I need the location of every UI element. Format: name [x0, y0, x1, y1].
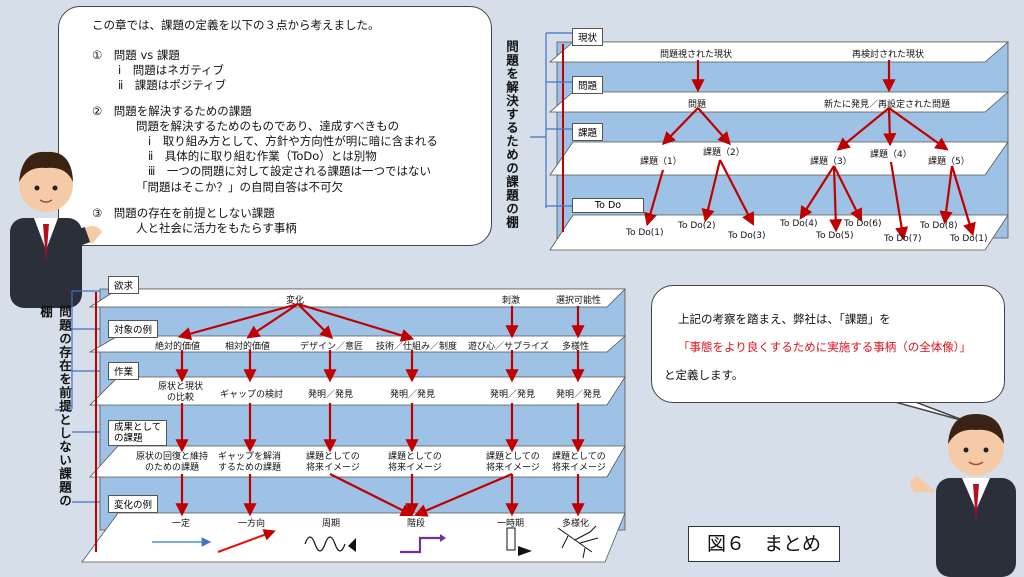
- node-mondai-1: 問題: [688, 100, 707, 110]
- left-tag-taisho: 対象の例: [108, 320, 159, 338]
- row2-label: 絶対的価値: [155, 342, 201, 352]
- todo-item: To Do(5): [816, 231, 854, 241]
- row2-label: 相対的価値: [225, 342, 271, 352]
- row2-label: 技術／仕組み／制度: [376, 342, 458, 352]
- speech-bubble-right: [651, 285, 1005, 403]
- todo-item: To Do(7): [884, 234, 922, 244]
- todo-item: To Do(8): [920, 221, 958, 231]
- row3-label: 発明／発見: [490, 390, 536, 400]
- row3-label: 発明／発見: [390, 390, 436, 400]
- row4-label: 原状の回復と維持 のための課題: [136, 452, 209, 473]
- left-tag-seika: 成果として の課題: [108, 420, 168, 446]
- left-tag-yokkyu: 欲求: [108, 276, 140, 294]
- row5-label: 周期: [322, 519, 341, 529]
- bubble-line: ⅲ 一つの問題に対して設定される課題は一つではない: [148, 164, 431, 178]
- node-genjo-2: 再検討された現状: [852, 50, 925, 60]
- row4-label: 課題としての 将来イメージ: [388, 452, 442, 473]
- bubble-right-line1: 上記の考察を踏まえ、弊社は、「課題」を: [678, 312, 891, 326]
- node-kadai-3: 課題（3）: [810, 157, 852, 167]
- todo-item: To Do(2): [678, 221, 716, 231]
- node-genjo-1: 問題視された現状: [660, 50, 733, 60]
- row5-label: 一方向: [238, 519, 266, 529]
- todo-item: To Do(4): [780, 219, 818, 229]
- todo-item: To Do(6): [844, 219, 882, 229]
- row1-label: 選択可能性: [556, 296, 602, 306]
- right-diagram-vertical-title: 問題を解決するための課題の棚: [504, 40, 519, 229]
- row5-label: 階段: [407, 519, 426, 529]
- bubble-line: ⅱ 具体的に取り組む作業（ToDo）とは別物: [148, 149, 377, 163]
- bubble-line: 人と社会に活力をもたらす事柄: [136, 221, 297, 235]
- right-tag-kadai: 課題: [572, 123, 604, 141]
- node-kadai-2: 課題（2）: [703, 148, 745, 158]
- bubble-line: ⅱ 課題はポジティブ: [118, 78, 227, 92]
- left-diagram-vertical-title: 問題の存在を前提としない課題の棚: [38, 305, 72, 508]
- todo-item: To Do(3): [728, 231, 766, 241]
- bubble-line: ① 問題 vs 課題: [92, 48, 180, 62]
- row3-label: 原状と現状 の比較: [158, 382, 204, 403]
- speech-bubble-top: [58, 6, 492, 246]
- right-tag-genjo: 現状: [572, 28, 604, 46]
- bubble-line: ③ 問題の存在を前提としない課題: [92, 206, 275, 220]
- bubble-right-line2: 「事態をより良くするために実施する事柄（の全体像）」: [678, 340, 972, 354]
- right-tag-todo: To Do: [572, 198, 644, 213]
- row2-label: デザイン／意匠: [300, 342, 364, 352]
- row4-label: ギャップを解消 するための課題: [218, 452, 282, 473]
- bubble-line: ⅰ 取り組み方として、方針や方向性が明に暗に含まれる: [148, 134, 438, 148]
- row4-label: 課題としての 将来イメージ: [486, 452, 540, 473]
- row3-label: 発明／発見: [556, 390, 602, 400]
- todo-item: To Do(1): [950, 234, 988, 244]
- row3-label: 発明／発見: [308, 390, 354, 400]
- row4-label: 課題としての 将来イメージ: [552, 452, 606, 473]
- right-tag-mondai: 問題: [572, 76, 604, 94]
- change-icons: [152, 525, 599, 559]
- left-tag-henka: 変化の例: [108, 495, 159, 513]
- row5-label: 一時期: [497, 519, 525, 529]
- bubble-line: 「問題はそこか？」の自問自答は不可欠: [136, 180, 343, 194]
- node-mondai-2: 新たに発見／再設定された問題: [824, 100, 951, 110]
- row2-label: 多様性: [562, 342, 590, 352]
- row5-label: 多様化: [562, 519, 590, 529]
- row3-label: ギャップの検討: [220, 390, 284, 400]
- bubble-line: この章では、課題の定義を以下の３点から考えました。: [92, 18, 380, 32]
- row4-label: 課題としての 将来イメージ: [306, 452, 360, 473]
- row5-label: 一定: [172, 519, 191, 529]
- todo-item: To Do(1): [626, 228, 664, 238]
- node-kadai-4: 課題（4）: [870, 150, 912, 160]
- row1-label: 変化: [286, 296, 305, 306]
- node-kadai-5: 課題（5）: [928, 157, 970, 167]
- bubble-right-line3: と定義します。: [664, 368, 744, 382]
- row2-label: 遊び心／サプライズ: [468, 342, 549, 352]
- bubble-line: ⅰ 問題はネガティブ: [118, 63, 225, 77]
- row1-label: 刺激: [502, 296, 521, 306]
- bubble-line: 問題を解決するためのものであり、達成すべきもの: [136, 119, 400, 133]
- node-kadai-1: 課題（1）: [640, 157, 682, 167]
- bubble-line: ② 問題を解決するための課題: [92, 104, 252, 118]
- figure-label: 図６ まとめ: [688, 526, 840, 562]
- left-tag-sagyo: 作業: [108, 362, 140, 380]
